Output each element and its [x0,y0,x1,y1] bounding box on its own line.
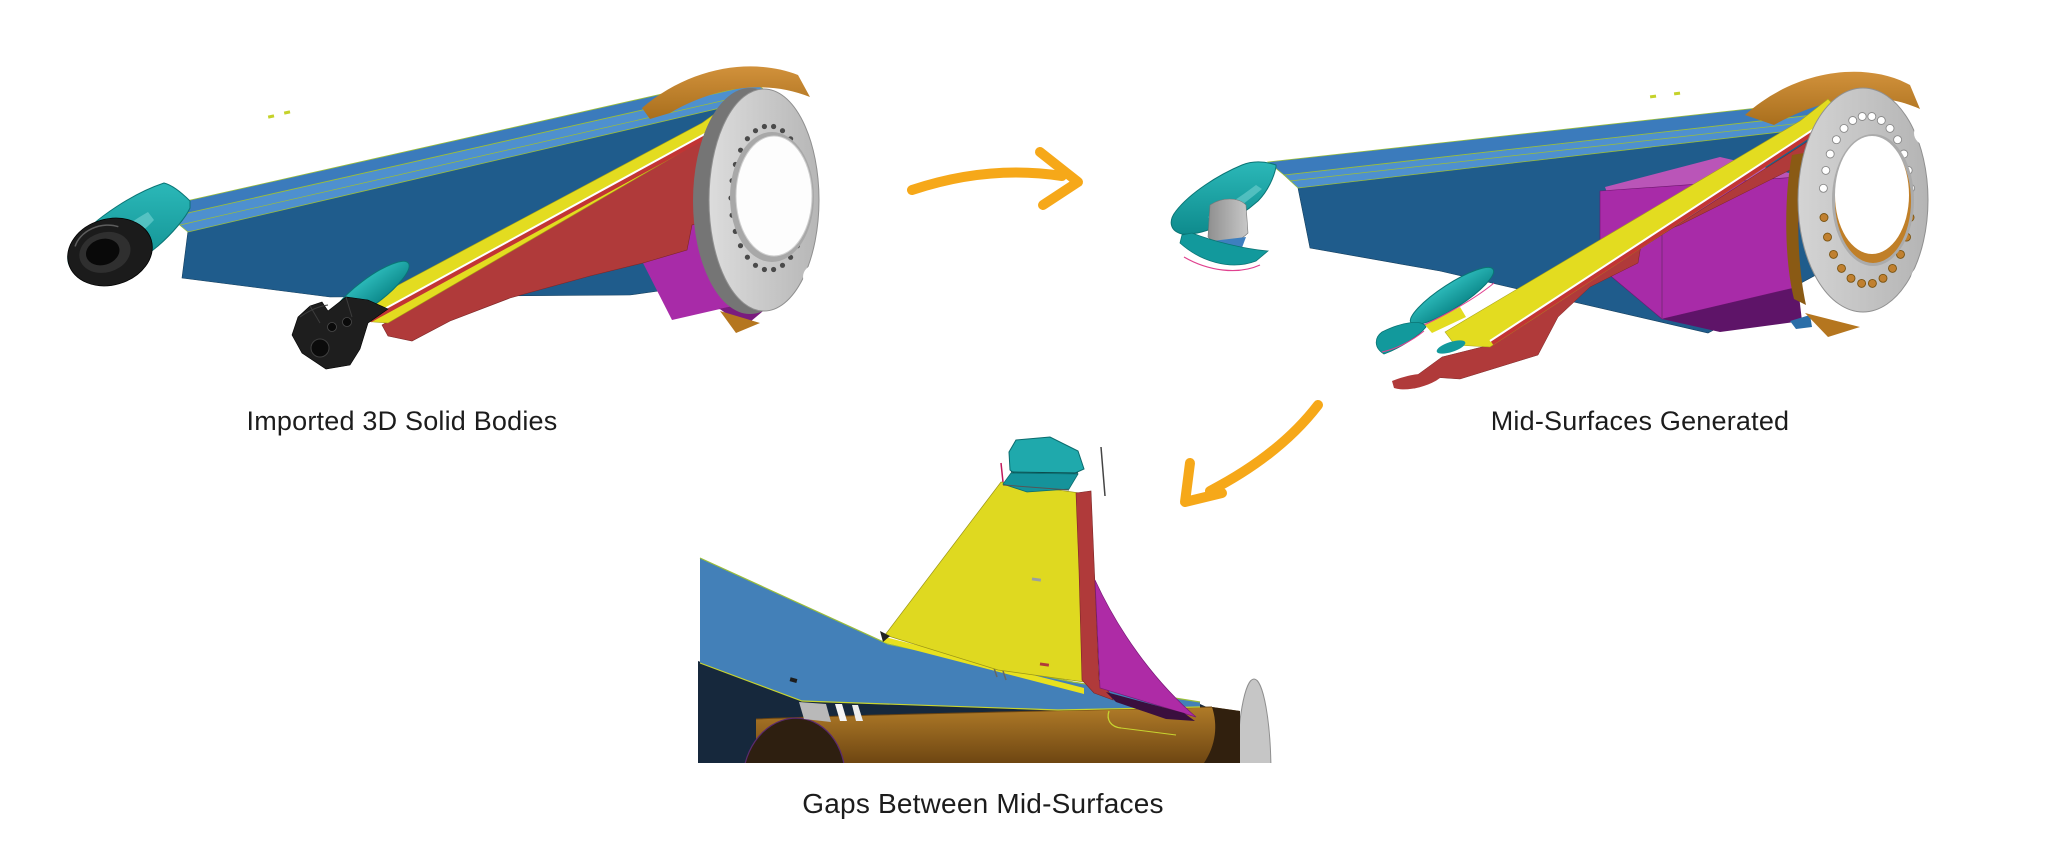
gaps-closeup-render [698,430,1272,763]
bolt-hole [342,317,352,327]
end-flange-midsurface [1786,87,1938,337]
bolt-hole [327,322,337,332]
vent-mark [1673,91,1681,96]
red-tip [1392,373,1440,390]
arrow-right-icon [907,147,1083,210]
flange-bore [735,135,813,257]
open-end-lug [1170,161,1277,272]
red-web [1415,116,1861,380]
flange-notch [805,106,829,130]
gap-corner-mark [880,631,890,642]
flange-bore [1835,136,1909,254]
caption-imported-solid-bodies: Imported 3D Solid Bodies [246,406,558,436]
red-rib [1000,446,1114,701]
caption-mid-surfaces-generated: Mid-Surfaces Generated [1490,406,1790,436]
arrow-down-left-icon [1180,400,1323,507]
inner-cone [1207,198,1249,244]
mid-surfaces-render [1170,71,1938,390]
vent-mark [283,110,291,115]
vent-mark [267,114,275,119]
flange-notch [803,265,827,289]
orange-sliver [720,311,760,333]
teal-cap [1002,436,1085,493]
yellow-rib [880,481,1085,694]
orange-edge [1786,153,1806,305]
orange-cap [1745,71,1920,125]
gray-dome [1236,678,1272,763]
black-bushing [67,217,153,287]
imported-solid-bodies-render [67,66,829,370]
caption-gaps-between-mid-surfaces: Gaps Between Mid-Surfaces [802,788,1164,819]
end-flange [693,88,829,333]
fastener-mark [789,677,798,683]
orange-sliver [1805,313,1860,337]
teal-midsurface-strips [1375,266,1495,390]
vent-mark [1649,94,1657,99]
flange-notch [1914,121,1938,145]
gap-strips [799,702,863,722]
magenta-rib [1094,579,1197,736]
bore-hole [310,338,330,358]
flange-notch [1911,266,1935,290]
black-lug-bracket [291,296,389,370]
edge-spike [1100,446,1106,497]
orange-cap [642,66,810,119]
